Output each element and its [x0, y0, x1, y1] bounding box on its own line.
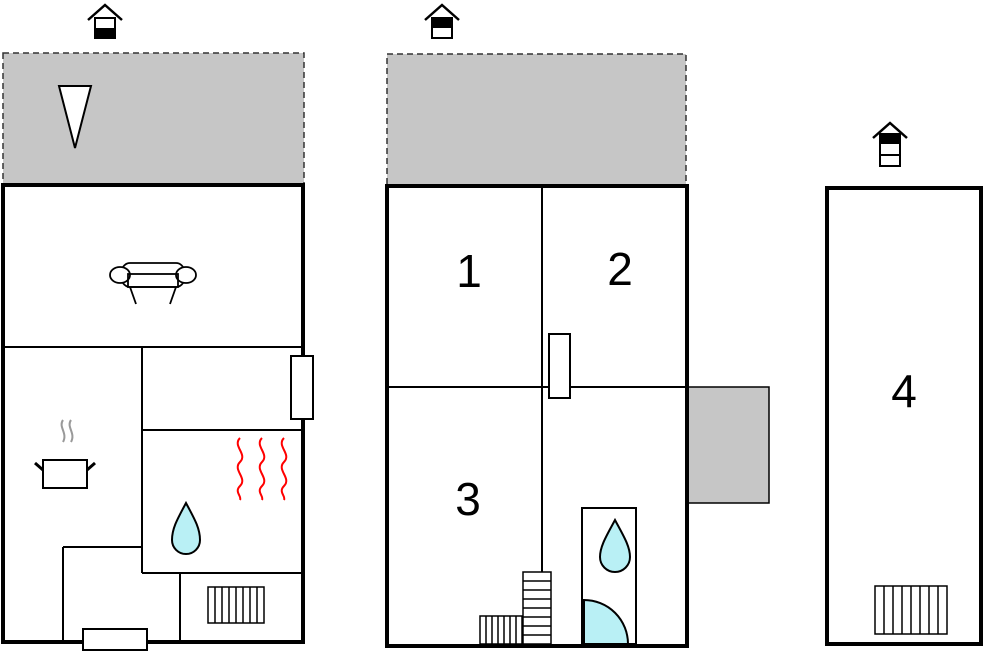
terrace	[2, 52, 305, 186]
room-number-2: 2	[607, 243, 633, 295]
chimney-icon	[548, 333, 571, 399]
stairs-icon	[522, 571, 552, 645]
exterior-wall	[825, 186, 983, 646]
compass-icon	[57, 85, 93, 149]
attic: 4	[825, 186, 983, 646]
interior-walls	[3, 346, 303, 642]
first-floor: 1 2 3	[385, 53, 770, 648]
water-drop-icon	[170, 500, 202, 555]
room-number-3: 3	[455, 473, 481, 525]
side-balcony	[686, 386, 770, 504]
room-number-1: 1	[456, 245, 482, 297]
exterior-wall	[1, 183, 305, 644]
radiator-icon	[874, 585, 948, 635]
house-level-icon	[424, 3, 460, 39]
cooking-pot-icon	[34, 419, 96, 489]
sofa-icon	[109, 262, 197, 305]
door-icon	[82, 628, 148, 651]
ground-floor	[1, 52, 314, 651]
room-number-4: 4	[891, 365, 917, 417]
sauna-heat-icon	[236, 437, 288, 501]
shower-door-icon	[583, 598, 630, 645]
house-level-icon	[872, 121, 908, 167]
house-level-icon	[87, 3, 123, 39]
balcony	[386, 53, 687, 186]
water-drop-icon	[598, 517, 632, 573]
interior-walls	[387, 186, 687, 646]
radiator-icon	[207, 586, 265, 624]
radiator-icon	[479, 615, 523, 645]
door-icon	[290, 355, 314, 420]
